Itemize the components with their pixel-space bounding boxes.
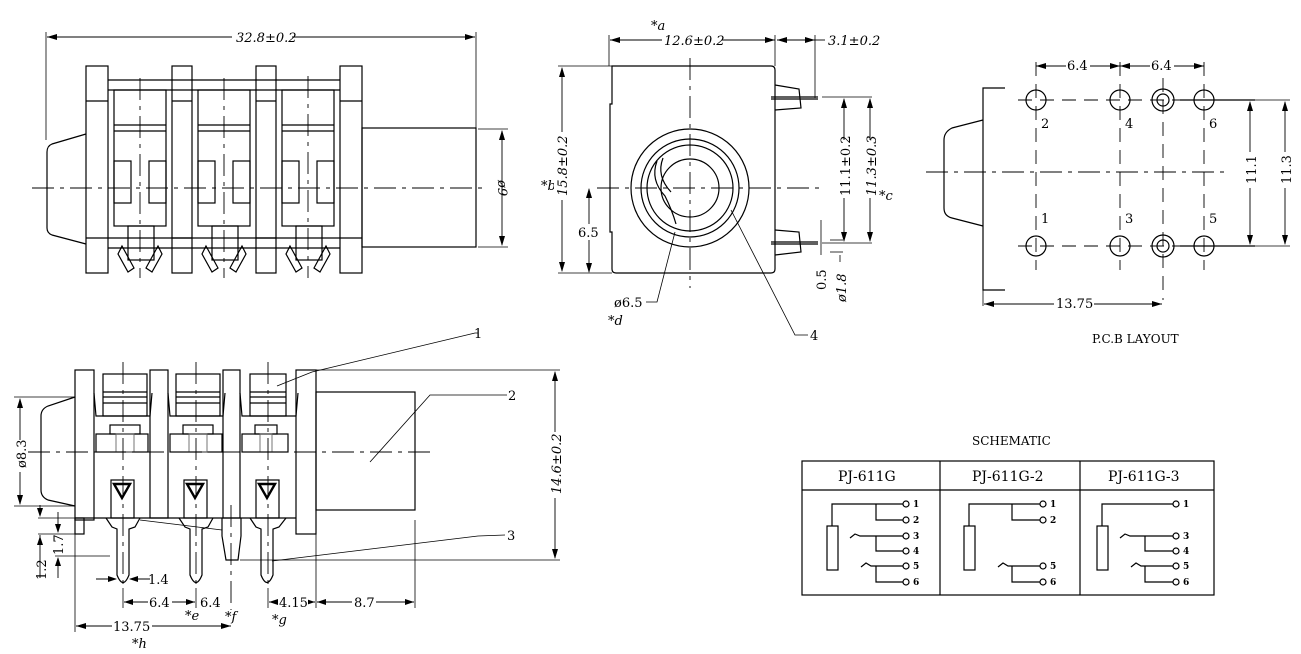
pin-diameter-label: ø1.8 — [835, 273, 850, 303]
schematic-pj-611g: 1 2 3 4 5 6 — [826, 500, 919, 588]
schematic-model-2: PJ-611G-2 — [972, 469, 1044, 485]
pcb-mount-hole-bottom — [1151, 234, 1175, 258]
callout-1: 1 — [474, 327, 482, 342]
side-cell-2 — [167, 373, 226, 584]
front-view: *a 12.6±0.2 3.1±0.2 *b — [541, 19, 894, 344]
pcb-pin-5: 5 — [1209, 212, 1217, 227]
pcb-pitch-2-label: 6.4 — [1151, 59, 1172, 74]
schematic-pin-label: 5 — [913, 562, 919, 572]
side-height-label: 14.6±0.2 — [550, 433, 565, 494]
side-view: 1 2 3 14.6±0.2 ø8.3 1.7 1.2 — [12, 327, 565, 652]
pitch-e-label: 6.4 — [149, 596, 170, 611]
schematic-pin-label: 5 — [1183, 562, 1189, 572]
pcb-hole-5 — [1193, 235, 1215, 257]
pin-span-inner-label: 11.1±0.2 — [839, 135, 854, 196]
pcb-hole-4 — [1109, 89, 1131, 111]
schematic-pin-label: 4 — [913, 547, 919, 557]
front-width-label: 12.6±0.2 — [664, 34, 725, 49]
pcb-pitch-1-label: 6.4 — [1067, 59, 1088, 74]
pcb-row-inner-label: 11.1 — [1245, 155, 1260, 184]
mark-h: *h — [132, 637, 147, 652]
overall-length-label: 32.8±0.2 — [236, 31, 297, 46]
pcb-hole-2 — [1025, 89, 1047, 111]
pitch-f-label: 6.4 — [200, 596, 221, 611]
barrel-diameter-label: ø9 — [494, 179, 509, 196]
pin-width-label: 1.4 — [148, 573, 169, 588]
center-height-label: 6.5 — [578, 226, 599, 241]
schematic-pin-label: 2 — [913, 516, 919, 526]
height-mark: *b — [541, 179, 556, 194]
front-height-label: 15.8±0.2 — [556, 135, 571, 196]
width-mark: *a — [651, 19, 665, 34]
pcb-layout: 2 4 6 1 3 5 6.4 6.4 11.1 11.3 13.75 — [926, 58, 1295, 346]
schematic-pin-label: 1 — [913, 500, 919, 510]
pcb-layout-title: P.C.B LAYOUT — [1092, 332, 1179, 346]
schematic-pin-label: 3 — [1183, 532, 1189, 542]
schematic-pin-label: 1 — [1050, 500, 1056, 510]
pcb-row-outer-label: 11.3 — [1280, 155, 1295, 184]
schematic-model-1: PJ-611G — [838, 469, 896, 485]
pcb-pin-4: 4 — [1125, 117, 1133, 132]
schematic-pin-label: 1 — [1183, 500, 1189, 510]
pcb-hole-6 — [1193, 89, 1215, 111]
schematic-pin-label: 2 — [1050, 516, 1056, 526]
schematic-model-3: PJ-611G-3 — [1108, 469, 1180, 485]
pcb-pin-3: 3 — [1125, 212, 1133, 227]
schematic-pj-611g-2: 1 2 5 6 — [963, 500, 1056, 588]
schematic-pin-label: 6 — [1050, 578, 1056, 588]
dim-1-2-label: 1.2 — [35, 559, 50, 580]
schematic-pin-label: 6 — [1183, 578, 1189, 588]
hole-mark: *d — [608, 314, 623, 329]
pcb-hole-1 — [1025, 235, 1047, 257]
pcb-pin-2: 2 — [1041, 117, 1049, 132]
pcb-mount-hole-top — [1151, 88, 1175, 112]
nose-diameter-label: ø8.3 — [15, 439, 30, 468]
schematic-pin-label: 3 — [913, 532, 919, 542]
top-view: 32.8±0.2 — [32, 28, 509, 278]
mark-g: *g — [272, 613, 287, 628]
mark-f: *f — [225, 610, 239, 625]
pin-span-mark: *c — [879, 189, 894, 204]
schematic-title: SCHEMATIC — [972, 434, 1051, 448]
pcb-pin-6: 6 — [1209, 117, 1217, 132]
pcb-offset-label: 13.75 — [1056, 297, 1093, 312]
schematic-pj-611g-3: 1 3 4 5 6 — [1096, 500, 1189, 588]
schematic-pin-label: 6 — [913, 578, 919, 588]
dim-4-15-label: 4.15 — [279, 596, 308, 611]
hole-diameter-label: ø6.5 — [614, 296, 643, 311]
callout-3: 3 — [507, 529, 515, 544]
pin-thickness-label: 0.5 — [815, 269, 830, 290]
pcb-pin-1: 1 — [1041, 212, 1049, 227]
schematic: SCHEMATIC PJ-611G PJ-611G-2 PJ-611G-3 1 … — [801, 434, 1215, 596]
schematic-pin-label: 4 — [1183, 547, 1189, 557]
dim-8-7-label: 8.7 — [354, 596, 375, 611]
side-cell-3 — [239, 373, 299, 584]
dim-13-75-label: 13.75 — [113, 620, 150, 635]
schematic-pin-label: 5 — [1050, 562, 1056, 572]
pin-offset-label: 3.1±0.2 — [828, 34, 880, 49]
pin-span-outer-label: 11.3±0.3 — [865, 135, 880, 196]
callout-4: 4 — [810, 329, 818, 344]
mark-e: *e — [185, 609, 200, 624]
pcb-hole-3 — [1109, 235, 1131, 257]
callout-2: 2 — [508, 389, 516, 404]
dim-1-7-label: 1.7 — [52, 534, 67, 555]
